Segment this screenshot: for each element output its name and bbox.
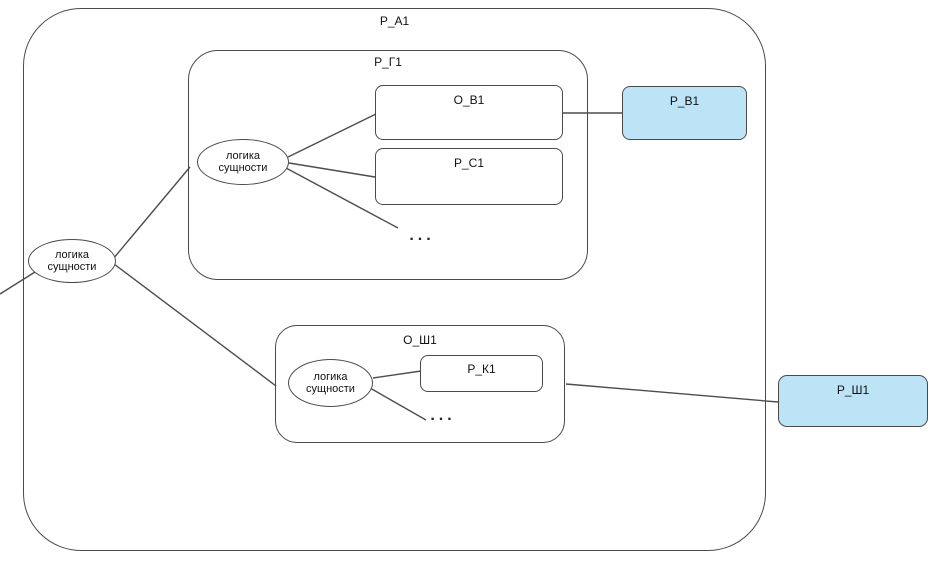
node-pb1-label: Р_В1: [669, 94, 700, 108]
node-psh1-label: Р_Ш1: [836, 383, 870, 397]
container-node-ra1-label: Р_А1: [379, 14, 410, 28]
node-pc1-label: Р_С1: [453, 156, 485, 170]
entity-logic-label: логика сущности: [306, 370, 355, 395]
node-ob1-label: О_В1: [453, 93, 485, 107]
entity-logic-ellipse-rg1: логика сущности: [197, 139, 289, 185]
node-pc1: Р_С1: [375, 148, 563, 205]
entity-logic-label: логика сущности: [47, 248, 97, 273]
entity-logic-label: логика сущности: [218, 149, 268, 174]
entity-logic-ellipse-root: логика сущности: [28, 239, 116, 283]
group-node-rg1-label: Р_Г1: [374, 55, 402, 69]
ellipsis-rg1: ...: [409, 227, 435, 244]
node-pb1-highlighted: Р_В1: [622, 86, 747, 140]
node-pk1: Р_К1: [420, 355, 543, 392]
ellipsis-osh1: ...: [430, 407, 456, 424]
entity-logic-ellipse-osh1: логика сущности: [288, 359, 373, 407]
group-node-osh1-label: О_Ш1: [403, 333, 437, 347]
node-pk1-label: Р_К1: [467, 362, 496, 376]
node-psh1-highlighted: Р_Ш1: [778, 375, 928, 427]
node-ob1: О_В1: [375, 85, 563, 140]
